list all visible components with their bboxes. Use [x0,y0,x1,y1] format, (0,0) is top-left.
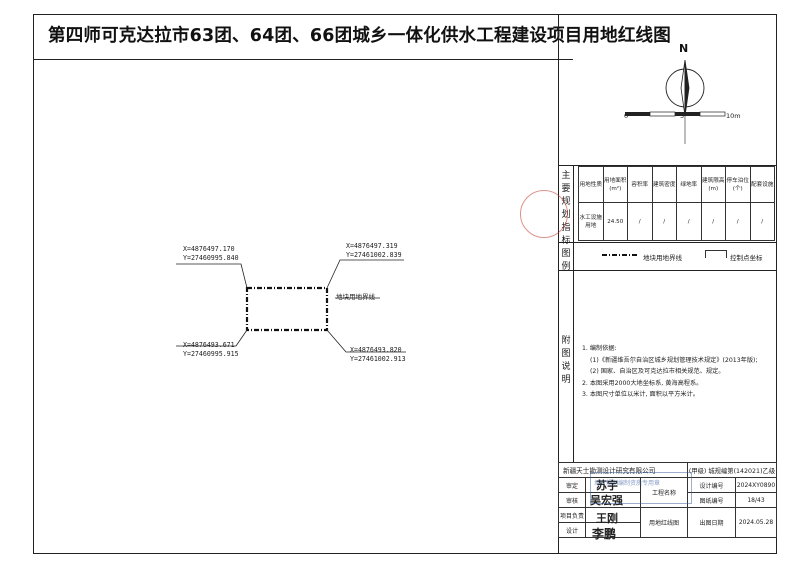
meta-label: 出图日期 [687,507,736,538]
indicator-header: 容积率 [627,166,653,203]
meta-label: 图纸编号 [687,492,736,508]
drawing-name: 用地红线图 [640,507,688,538]
indicators-top-line [558,165,777,166]
indicator-header: 绿地率 [676,166,702,203]
title-row [33,14,573,60]
indicator-header: 配套设施 [749,166,775,203]
sheet-border [33,14,777,554]
meta-value: 2024.05.28 [735,507,777,538]
qualification: (甲级) 城规编第(142021)乙级 [687,462,777,478]
red-seal-stamp [520,190,568,238]
indicator-cell: / [651,202,677,241]
note-line: 2. 本图采用2000大地坐标系, 黄海高程系。 [582,379,703,387]
side-label-legend: 图例 [561,249,571,272]
signature-approve: 苏宇 [596,479,618,492]
side-label-notes: 附图说明 [561,336,571,385]
legend-point-label: 控制点坐标 [730,254,763,262]
meta-label: 设计编号 [687,477,736,493]
row-label-review: 审核 [558,492,586,508]
scale-tick-10: 10m [726,112,741,120]
note-line: (1)《新疆维吾尔自治区城乡规划管理技术规定》(2013年版); [590,356,758,364]
note-line: 3. 本图尺寸单位以米计, 面积以平方米计。 [582,391,699,398]
row-label-design: 设计 [558,522,586,538]
north-arrow-icon [625,59,726,144]
signature-cell [585,522,641,538]
legend-boundary-line-icon [602,254,638,256]
note-line: (2) 国家、自治区及可克达拉市相关规范、规定。 [590,368,725,375]
indicator-header: 建筑密度 [651,166,677,203]
plot-drawing [176,259,406,353]
row-label-lead: 项目负责 [558,507,586,523]
side-label-divider [573,165,574,462]
indicator-header: 用地性质 [578,166,604,203]
meta-value: 2024XY0890 [735,477,777,493]
blue-qualification-stamp [590,472,692,504]
indicators-table: 用地性质 用地面积(m²) 容积率 建筑密度 绿地率 建筑限高(m) 停车泊位(… [578,166,775,241]
page-title: 第四师可克达拉市63团、64团、66团城乡一体化供水工程建设项目用地红线图 [48,26,671,46]
indicator-cell: 24.50 [602,202,628,241]
scale-tick-5: 5 [680,112,685,120]
indicator-header: 停车泊位(个) [725,166,751,203]
meta-value: 18/43 [735,492,777,508]
indicator-header: 建筑限高(m) [700,166,726,203]
row-label-approve: 审定 [558,477,586,493]
indicator-cell: / [676,202,702,241]
legend-point-icon [705,250,727,258]
plot-boundary-label: 地块用地界线 [336,293,375,301]
indicator-cell: / [627,202,653,241]
notes-block: 1. 编制依据: (1)《新疆维吾尔自治区城乡规划管理技术规定》(2013年版)… [582,343,758,401]
north-label: N [679,42,689,55]
scale-tick-0: 0 [624,112,629,120]
signature-design: 李鹏 [592,527,617,541]
right-panel-divider [558,14,559,554]
indicator-header: 用地面积(m²) [602,166,628,203]
legend-top-line [558,242,777,243]
note-line: 1. 编制依据: [582,345,617,352]
indicator-cell: / [725,202,751,241]
stamp-text: 城乡规划编制资质专用章 [594,480,661,487]
indicator-cell: 水工设施用地 [578,202,604,241]
indicator-cell: / [700,202,726,241]
indicator-cell: / [749,202,775,241]
legend-line-label: 地块用地界线 [643,254,682,262]
signature-lead: 王刚 [596,512,618,525]
legend-bottom-line [558,270,777,271]
